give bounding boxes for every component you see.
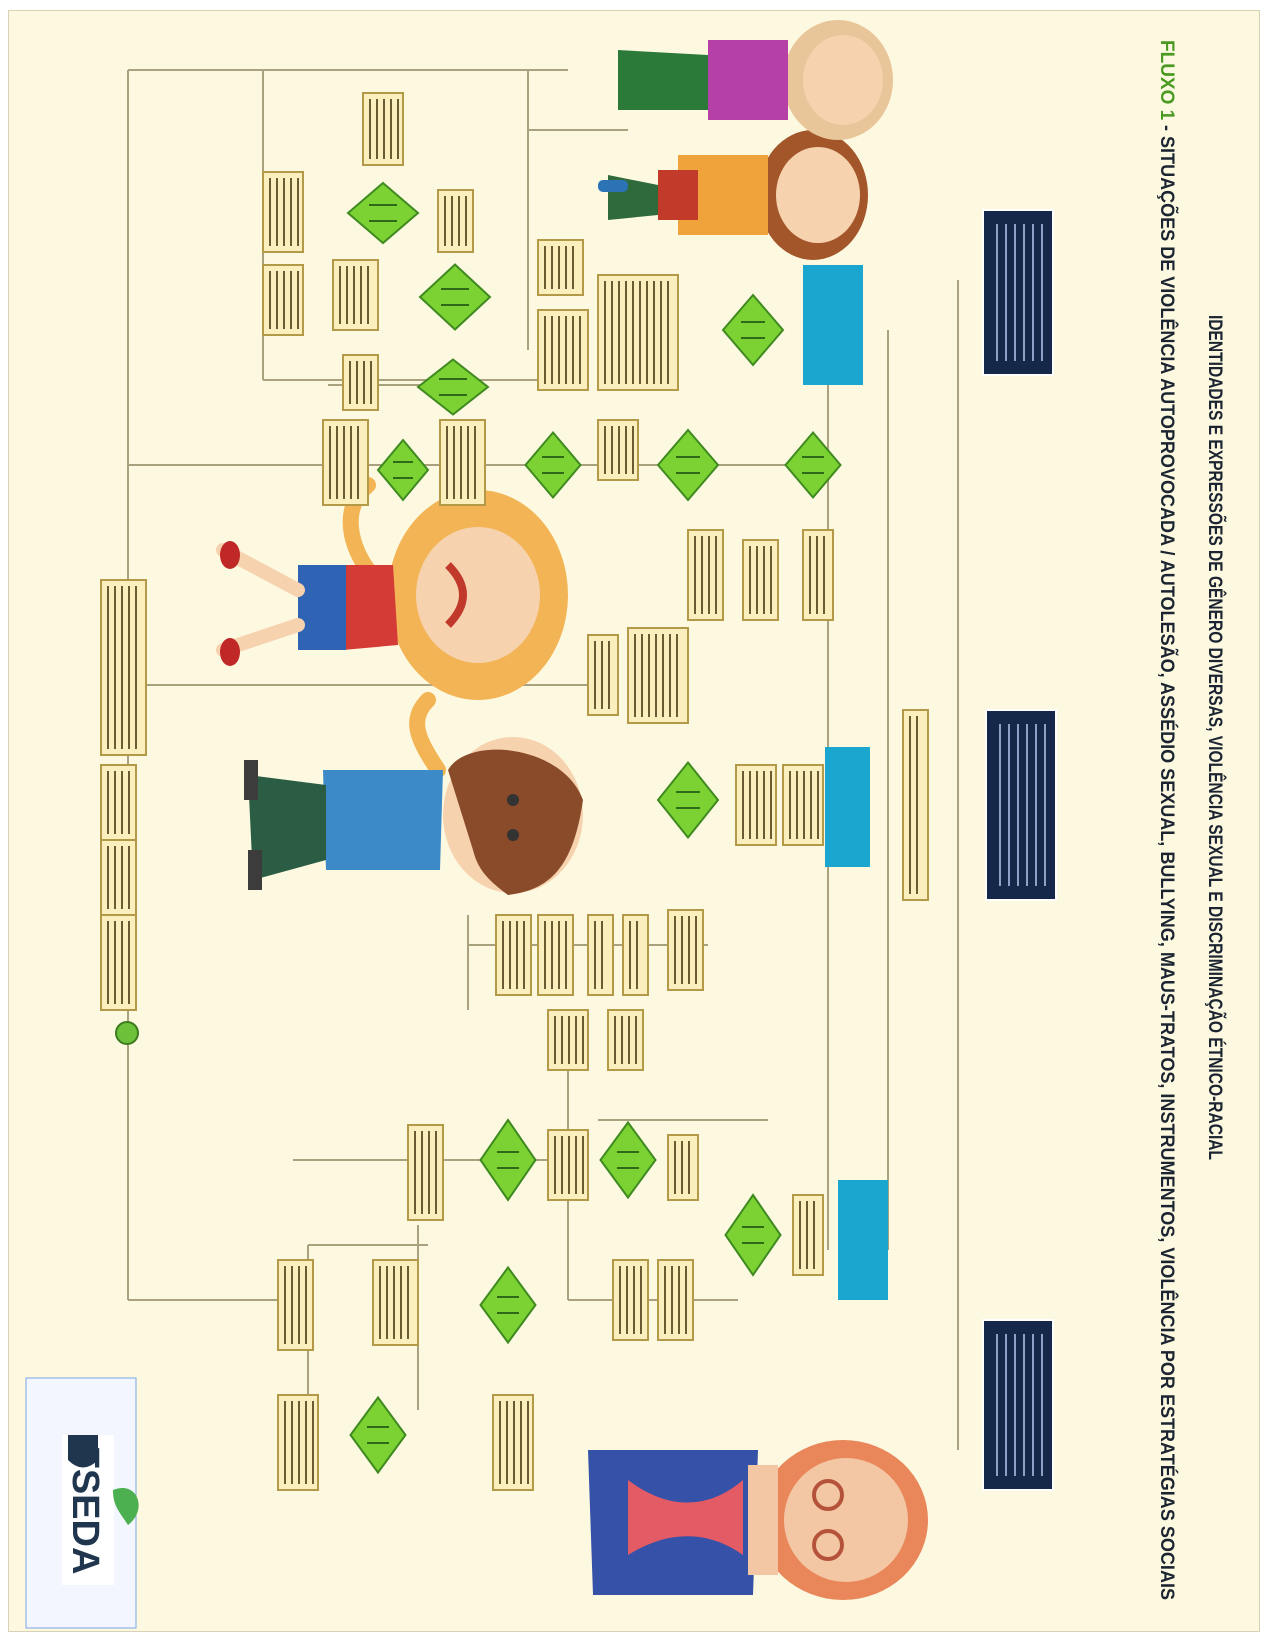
decision-diamond (479, 1265, 537, 1345)
decision-diamond (721, 293, 785, 367)
process-box (537, 914, 574, 996)
flowchart-diagram: FSEDA FLUXO 1 - SITUAÇÕES DE VIOLÊNCIA A… (25, 20, 1226, 1629)
decision-diamond (656, 428, 720, 502)
woman-illustration (588, 1440, 928, 1600)
process-box (100, 839, 137, 916)
process-box (607, 1009, 644, 1071)
process-box (100, 914, 137, 1011)
end-terminal (115, 1021, 139, 1045)
process-box (492, 1394, 534, 1491)
girl-illustration (216, 477, 568, 778)
process-box-main (100, 579, 147, 756)
title-badge: FLUXO 1 (1156, 40, 1177, 121)
process-box (587, 634, 619, 716)
process-box (372, 1259, 419, 1346)
process-box (547, 1009, 589, 1071)
process-box (342, 354, 379, 411)
process-box (495, 914, 532, 996)
process-box (735, 764, 777, 846)
illustrations (216, 20, 928, 1600)
process-box (277, 1259, 314, 1351)
process-box (362, 92, 404, 166)
process-box (597, 419, 639, 481)
decision-diamond (376, 438, 430, 502)
process-box (597, 274, 679, 391)
process-box (407, 1124, 444, 1221)
decision-diamond (784, 430, 842, 500)
process-box (100, 764, 137, 841)
couple-illustration (598, 20, 893, 260)
process-box-note (902, 709, 929, 901)
title-line-2: IDENTIDADES E EXPRESSÕES DE GÊNERO DIVER… (1204, 315, 1226, 1160)
decision-diamond (479, 1118, 537, 1202)
decision-diamond (724, 1193, 782, 1277)
start-box (803, 265, 863, 385)
decision-diamond (524, 430, 582, 500)
process-box (667, 1134, 699, 1201)
decision-diamond (346, 181, 420, 245)
process-box (687, 529, 724, 621)
process-box (587, 914, 614, 996)
process-box (667, 909, 704, 991)
process-box (657, 1259, 694, 1341)
title-line-1: - SITUAÇÕES DE VIOLÊNCIA AUTOPROVOCADA /… (1156, 125, 1178, 1600)
process-box (802, 529, 834, 621)
shield-icon (68, 1435, 98, 1468)
process-box (277, 1394, 319, 1491)
start-box (838, 1180, 888, 1300)
leaf-icon (113, 1488, 139, 1525)
process-box (782, 764, 824, 846)
process-box (742, 539, 779, 621)
process-box (322, 419, 369, 506)
process-box (537, 309, 589, 391)
process-box (792, 1194, 824, 1276)
process-box (627, 627, 689, 724)
process-box (537, 239, 584, 296)
decision-diamond (416, 358, 490, 416)
process-box (437, 189, 474, 253)
process-box (262, 171, 304, 253)
decision-diamond (418, 263, 492, 331)
decision-diamond (349, 1395, 407, 1475)
info-box (982, 1319, 1054, 1491)
decision-diamond (599, 1120, 657, 1200)
process-box (612, 1259, 649, 1341)
start-box (825, 747, 870, 867)
process-box (439, 419, 486, 506)
process-box (622, 914, 649, 996)
process-box (547, 1129, 589, 1201)
flowchart-title: FLUXO 1 - SITUAÇÕES DE VIOLÊNCIA AUTOPRO… (1156, 40, 1226, 1600)
process-box (262, 264, 304, 336)
decision-diamond (656, 760, 720, 840)
flowchart-nodes (100, 92, 1057, 1491)
info-box (985, 709, 1057, 901)
boy-illustration (244, 737, 583, 895)
info-box (982, 209, 1054, 376)
logo: FSEDA (25, 1377, 139, 1629)
process-box (332, 259, 379, 331)
